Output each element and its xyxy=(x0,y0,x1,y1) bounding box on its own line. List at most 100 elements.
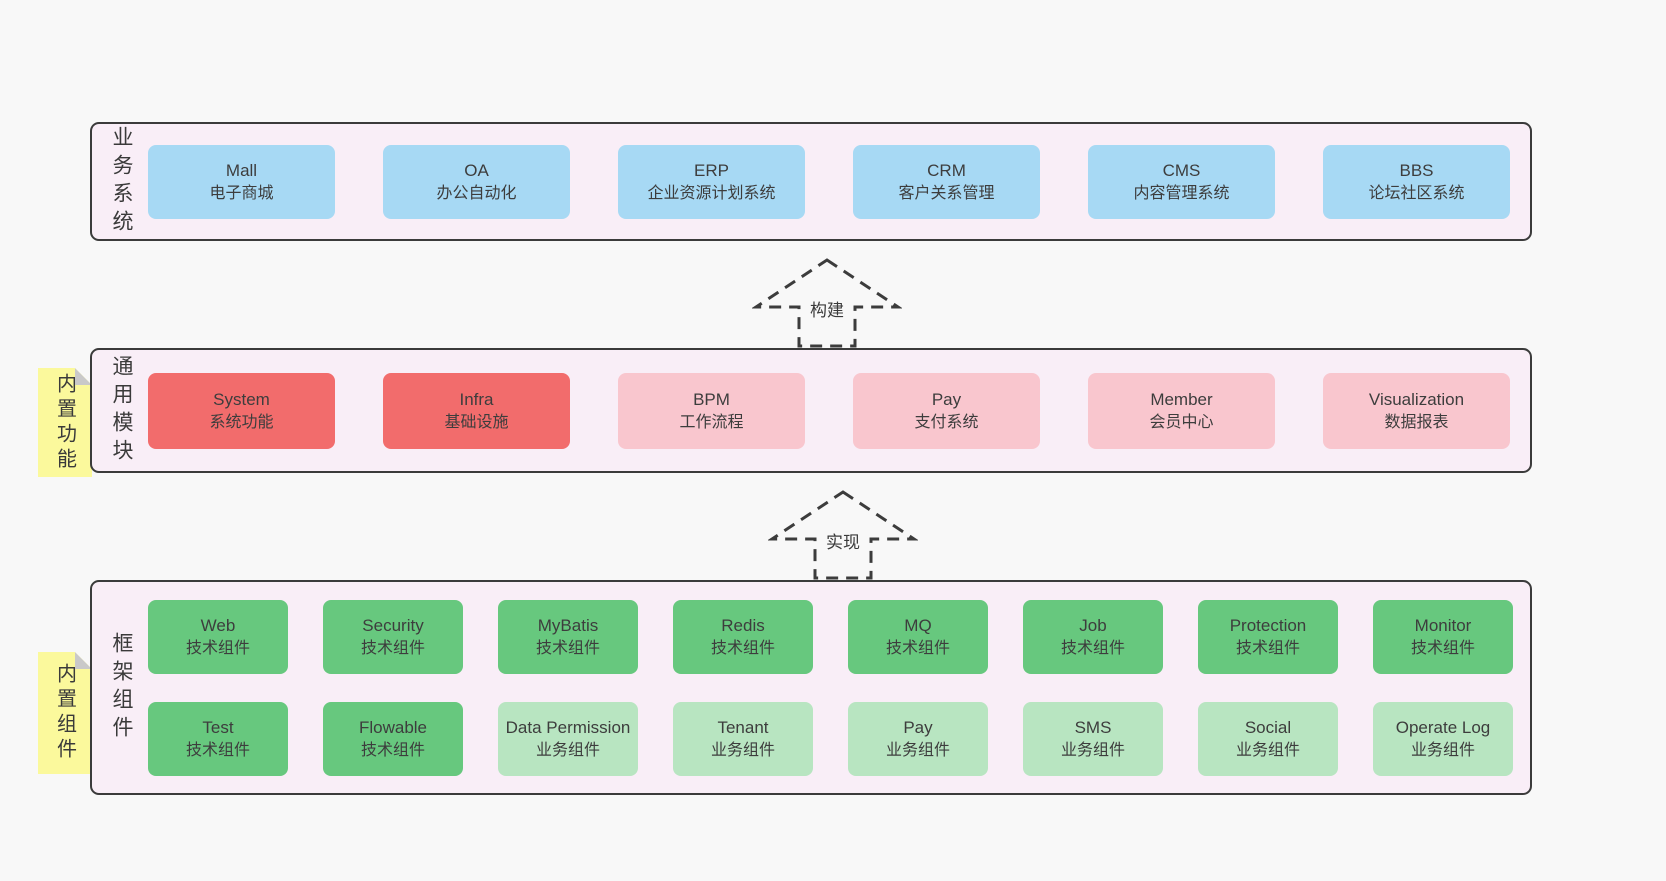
common-modules-box-row: System 系统功能 Infra 基础设施 BPM 工作流程 Pay 支付系统 Member 会… xyxy=(148,350,1510,471)
panel-common-modules: 通用模块 System 系统功能 Infra 基础设施 BPM 工作流程 Pay 支付系统 Me… xyxy=(90,348,1532,473)
box-title: Pay xyxy=(931,389,962,409)
box-subtitle: 内容管理系统 xyxy=(1133,184,1230,202)
box-title: Monitor xyxy=(1414,615,1472,635)
box-subtitle: 技术组件 xyxy=(1060,639,1125,657)
box-subtitle: 数据报表 xyxy=(1384,413,1449,431)
box-title: Protection xyxy=(1229,615,1307,635)
box-title: Data Permission xyxy=(505,717,631,737)
box-infra: Infra 基础设施 xyxy=(383,372,570,449)
box-subtitle: 工作流程 xyxy=(679,413,744,431)
box-title: MQ xyxy=(904,615,932,635)
box-crm: CRM 客户关系管理 xyxy=(853,144,1040,219)
box-data-permission: Data Permission 业务组件 xyxy=(498,701,638,776)
box-title: Social xyxy=(1244,717,1292,737)
box-operate-log: Operate Log 业务组件 xyxy=(1373,701,1513,776)
box-title: Infra xyxy=(459,389,494,409)
box-oa: OA 办公自动化 xyxy=(383,144,570,219)
box-visualization: Visualization 数据报表 xyxy=(1323,372,1510,449)
box-member: Member 会员中心 xyxy=(1088,372,1275,449)
sticky-note-builtin-components: 内置组件 xyxy=(38,652,92,774)
box-subtitle: 客户关系管理 xyxy=(898,184,995,202)
box-title: SMS xyxy=(1074,717,1112,737)
box-web: Web 技术组件 xyxy=(148,599,288,674)
box-bbs: BBS 论坛社区系统 xyxy=(1323,144,1510,219)
box-title: Member xyxy=(1150,389,1213,409)
box-tenant: Tenant 业务组件 xyxy=(673,701,813,776)
box-subtitle: 业务组件 xyxy=(1060,741,1125,759)
box-title: Security xyxy=(362,615,424,635)
arrow-label-implement: 实现 xyxy=(820,525,866,556)
box-subtitle: 业务组件 xyxy=(1235,741,1300,759)
box-sms: SMS 业务组件 xyxy=(1023,701,1163,776)
box-title: CRM xyxy=(927,160,966,180)
sticky-note-builtin-features: 内置功能 xyxy=(38,368,92,477)
box-system: System 系统功能 xyxy=(148,372,335,449)
arrow-label-build: 构建 xyxy=(804,293,850,324)
box-title: Pay xyxy=(903,717,933,737)
box-subtitle: 会员中心 xyxy=(1149,413,1214,431)
box-subtitle: 业务组件 xyxy=(710,741,775,759)
panel-label-business-systems: 业务系统 xyxy=(110,125,133,238)
box-mq: MQ 技术组件 xyxy=(848,599,988,674)
box-title: Tenant xyxy=(717,717,769,737)
box-social: Social 业务组件 xyxy=(1198,701,1338,776)
box-monitor: Monitor 技术组件 xyxy=(1373,599,1513,674)
dashed-up-arrow-implement: 实现 xyxy=(768,489,918,581)
box-subtitle: 技术组件 xyxy=(360,741,425,759)
box-subtitle: 技术组件 xyxy=(185,639,250,657)
box-subtitle: 技术组件 xyxy=(1410,639,1475,657)
box-erp: ERP 企业资源计划系统 xyxy=(618,144,805,219)
box-subtitle: 业务组件 xyxy=(1410,741,1475,759)
box-title: OA xyxy=(464,160,489,180)
box-subtitle: 办公自动化 xyxy=(436,184,517,202)
sticky-note-label: 内置组件 xyxy=(53,663,76,763)
box-title: System xyxy=(213,389,270,409)
box-subtitle: 技术组件 xyxy=(885,639,950,657)
box-subtitle: 技术组件 xyxy=(185,741,250,759)
box-bpm: BPM 工作流程 xyxy=(618,372,805,449)
box-subtitle: 技术组件 xyxy=(710,639,775,657)
box-subtitle: 业务组件 xyxy=(535,741,600,759)
box-title: Operate Log xyxy=(1395,717,1491,737)
box-title: CMS xyxy=(1162,160,1201,180)
box-title: ERP xyxy=(694,160,729,180)
box-subtitle: 技术组件 xyxy=(535,639,600,657)
box-subtitle: 论坛社区系统 xyxy=(1368,184,1465,202)
box-pay: Pay 业务组件 xyxy=(848,701,988,776)
box-test: Test 技术组件 xyxy=(148,701,288,776)
box-subtitle: 基础设施 xyxy=(444,413,509,431)
box-subtitle: 系统功能 xyxy=(209,413,274,431)
box-security: Security 技术组件 xyxy=(323,599,463,674)
box-subtitle: 业务组件 xyxy=(885,741,950,759)
box-subtitle: 支付系统 xyxy=(914,413,979,431)
box-redis: Redis 技术组件 xyxy=(673,599,813,674)
sticky-note-label: 内置功能 xyxy=(53,372,76,473)
box-subtitle: 技术组件 xyxy=(360,639,425,657)
box-cms: CMS 内容管理系统 xyxy=(1088,144,1275,219)
box-title: Job xyxy=(1079,615,1107,635)
box-title: Web xyxy=(200,615,236,635)
box-title: Redis xyxy=(721,615,765,635)
box-title: Test xyxy=(202,717,234,737)
dashed-up-arrow-build: 构建 xyxy=(752,257,902,349)
box-title: BPM xyxy=(693,389,730,409)
panel-label-framework-components: 框架组件 xyxy=(110,631,133,744)
box-subtitle: 企业资源计划系统 xyxy=(647,184,776,202)
box-title: Mall xyxy=(225,160,258,180)
box-title: Visualization xyxy=(1368,389,1465,409)
box-pay: Pay 支付系统 xyxy=(853,372,1040,449)
box-job: Job 技术组件 xyxy=(1023,599,1163,674)
box-title: BBS xyxy=(1399,160,1434,180)
panel-label-common-modules: 通用模块 xyxy=(110,354,133,467)
